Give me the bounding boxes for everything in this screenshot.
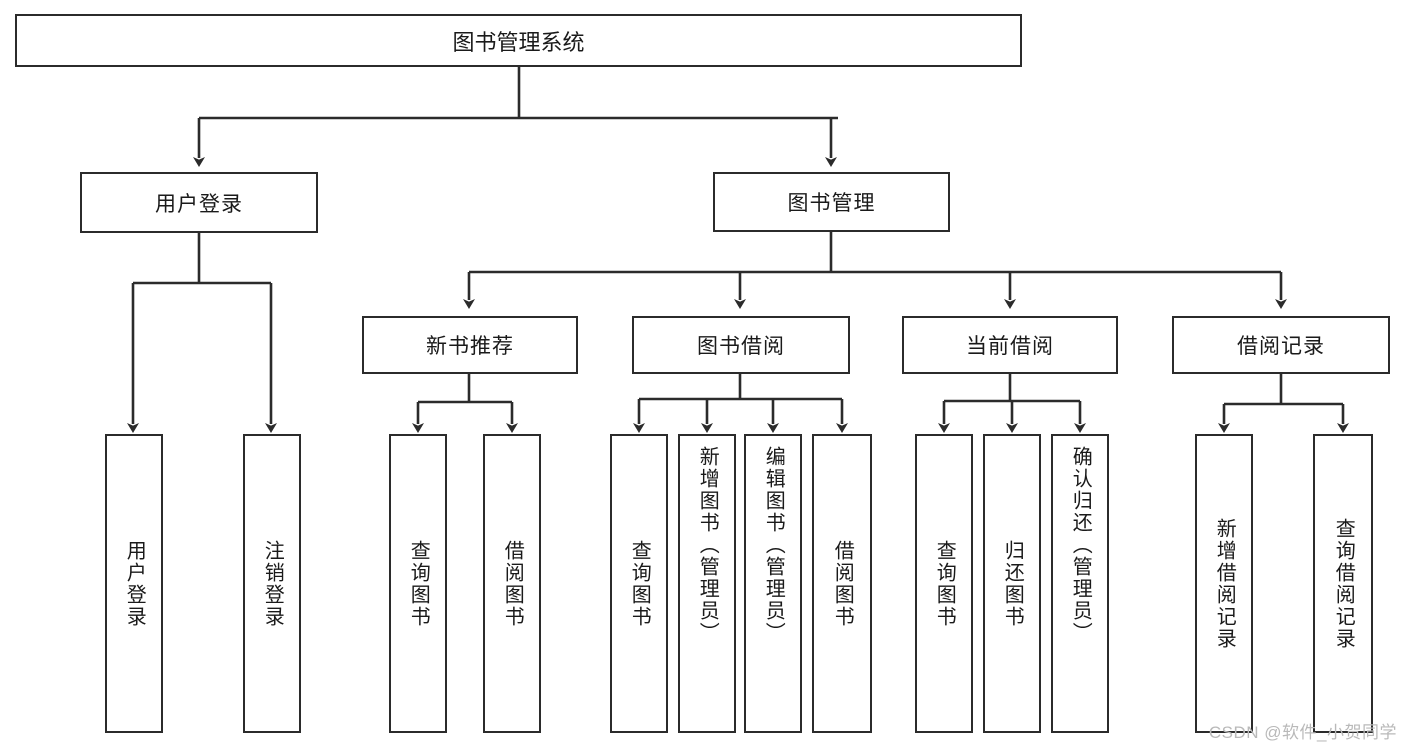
leaf-edit-book-label: 编辑图书（管理员）: [762, 446, 785, 644]
node-root[interactable]: 图书管理系统: [15, 14, 1022, 67]
leaf-query-book-2-label: 查询图书: [628, 539, 651, 628]
watermark: CSDN @软件_小贺同学: [1208, 723, 1397, 742]
node-user-login[interactable]: 用户登录: [80, 172, 318, 233]
leaf-query-record[interactable]: 查询借阅记录: [1313, 434, 1373, 733]
node-new-book-recommend-label: 新书推荐: [426, 335, 514, 358]
node-book-borrow-label: 图书借阅: [697, 335, 785, 358]
leaf-user-login[interactable]: 用户登录: [105, 434, 163, 733]
node-current-borrow-label: 当前借阅: [966, 335, 1054, 358]
leaf-edit-book[interactable]: 编辑图书（管理员）: [744, 434, 802, 733]
node-borrow-record[interactable]: 借阅记录: [1172, 316, 1390, 374]
leaf-return-book[interactable]: 归还图书: [983, 434, 1041, 733]
leaf-add-book-label: 新增图书（管理员）: [696, 446, 719, 644]
node-root-label: 图书管理系统: [452, 29, 585, 55]
leaf-query-book-1[interactable]: 查询图书: [389, 434, 447, 733]
leaf-borrow-book-1-label: 借阅图书: [501, 539, 524, 628]
leaf-query-book-3[interactable]: 查询图书: [915, 434, 973, 733]
leaf-confirm-return-label: 确认归还（管理员）: [1069, 446, 1092, 644]
node-current-borrow[interactable]: 当前借阅: [902, 316, 1118, 374]
leaf-user-login-label: 用户登录: [123, 539, 146, 628]
leaf-query-book-3-label: 查询图书: [933, 539, 956, 628]
leaf-logout[interactable]: 注销登录: [243, 434, 301, 733]
leaf-add-record[interactable]: 新增借阅记录: [1195, 434, 1253, 733]
node-book-manage-label: 图书管理: [787, 192, 876, 215]
leaf-borrow-book-1[interactable]: 借阅图书: [483, 434, 541, 733]
leaf-query-book-2[interactable]: 查询图书: [610, 434, 668, 733]
node-book-manage[interactable]: 图书管理: [713, 172, 950, 232]
node-book-borrow[interactable]: 图书借阅: [632, 316, 850, 374]
leaf-return-book-label: 归还图书: [1001, 539, 1024, 628]
leaf-add-record-label: 新增借阅记录: [1213, 517, 1236, 650]
node-borrow-record-label: 借阅记录: [1237, 335, 1325, 358]
leaf-borrow-book-2[interactable]: 借阅图书: [812, 434, 872, 733]
leaf-logout-label: 注销登录: [261, 539, 284, 628]
leaf-confirm-return[interactable]: 确认归还（管理员）: [1051, 434, 1109, 733]
leaf-add-book[interactable]: 新增图书（管理员）: [678, 434, 736, 733]
node-new-book-recommend[interactable]: 新书推荐: [362, 316, 578, 374]
leaf-query-record-label: 查询借阅记录: [1332, 517, 1355, 650]
leaf-borrow-book-2-label: 借阅图书: [831, 539, 854, 628]
leaf-query-book-1-label: 查询图书: [407, 539, 430, 628]
node-user-login-label: 用户登录: [155, 192, 243, 216]
